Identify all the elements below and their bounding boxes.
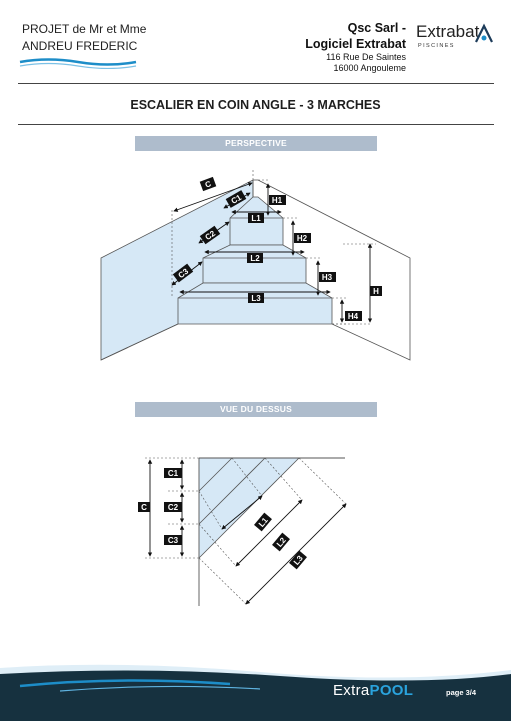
label-l1: L1 [251,214,261,223]
label-h4: H4 [348,312,359,321]
label-h1: H1 [272,196,283,205]
header-divider [18,83,494,84]
top-view [145,457,347,606]
company-name-1: Qsc Sarl - [347,21,406,35]
page-number: page 3/4 [446,688,477,697]
extrapool-brand: ExtraPOOL [333,682,413,699]
project-line-2: ANDREU FREDERIC [22,39,138,53]
label-c: C [204,179,213,190]
perspective-band: PERSPECTIVE [135,136,377,151]
logo-subtext: PISCINES [418,43,455,49]
label-l3: L3 [251,294,261,303]
top-label-c2: C2 [168,503,179,512]
top-label-c: C [141,503,147,512]
page-title: ESCALIER EN COIN ANGLE - 3 MARCHES [130,98,381,112]
project-title: PROJET de Mr et Mme ANDREU FREDERIC [22,21,146,55]
address-line-2: 16000 Angouleme [333,63,406,73]
right-wall [257,179,411,361]
title-divider [18,124,494,125]
top-label-c1: C1 [168,469,179,478]
logo-text: Extrabat [416,22,480,41]
top-view-band: VUE DU DESSUS [135,402,377,417]
brand-part-1: Extra [333,682,370,699]
company-name-2: Logiciel Extrabat [305,37,406,51]
label-h: H [373,287,379,296]
water-wave-decoration [19,58,137,69]
label-h3: H3 [322,273,333,282]
project-line-1: PROJET de Mr et Mme [22,22,147,36]
dimension-labels: C C1 C2 C3 L1 L2 L3 H1 H2 H3 H4 H C [138,176,382,570]
brand-part-2: POOL [369,682,414,699]
top-label-c3: C3 [168,536,179,545]
company-block: Qsc Sarl - Logiciel Extrabat 116 Rue De … [305,20,406,74]
label-l2: L2 [250,254,260,263]
footer-wave [0,664,511,721]
address-line-1: 116 Rue De Saintes [326,52,406,62]
extrabat-logo: Extrabat PISCINES [416,22,493,49]
label-h2: H2 [297,234,308,243]
